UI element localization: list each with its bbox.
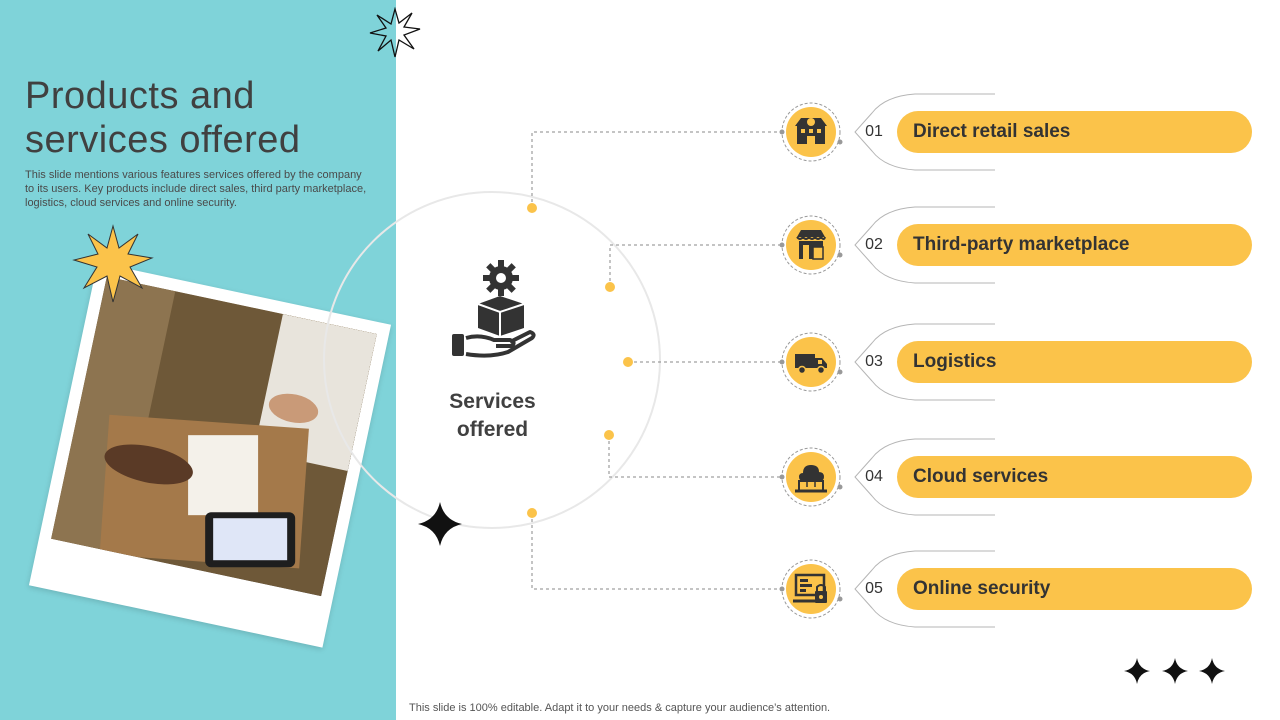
service-label: Online security (913, 578, 1051, 599)
cloud-laptop-icon (795, 465, 827, 493)
service-number: 03 (865, 353, 883, 370)
description: This slide mentions various features ser… (25, 169, 367, 209)
center-label-line-2: offered (456, 418, 529, 441)
service-pill-direct-retail-sales: Direct retail sales (897, 111, 1252, 153)
service-label: Cloud services (913, 466, 1049, 487)
title-line-2: services offered (25, 119, 301, 161)
service-label: Logistics (913, 351, 997, 372)
small-star-icon-1 (1124, 658, 1150, 684)
service-number: 05 (865, 580, 883, 597)
connector-dot-4 (604, 430, 614, 440)
service-pill-online-security: Online security (897, 568, 1252, 610)
service-pill-cloud-services: Cloud services (897, 456, 1252, 498)
service-pill-third-party-marketplace: Third-party marketplace (897, 224, 1252, 266)
footer-note: This slide is 100% editable. Adapt it to… (409, 702, 831, 714)
marketplace-shop-icon (796, 230, 826, 260)
connector-dot-2 (605, 282, 615, 292)
service-pill-logistics: Logistics (897, 341, 1252, 383)
service-icon-circle (786, 564, 836, 614)
small-star-icon-2 (1162, 658, 1188, 684)
title-line-1: Products and (25, 75, 255, 117)
security-lock-icon (793, 573, 827, 603)
delivery-photo (51, 276, 377, 597)
small-star-icon-3 (1199, 658, 1225, 684)
service-label: Direct retail sales (913, 121, 1071, 142)
four-point-star-icon (418, 502, 462, 546)
service-number: 04 (865, 468, 883, 485)
delivery-truck-icon (795, 354, 827, 375)
service-number: 02 (865, 236, 883, 253)
photo-frame (28, 262, 392, 648)
sparkle-outline-icon (369, 7, 421, 58)
center-label: Services offered (420, 388, 565, 444)
connector-dot-1 (527, 203, 537, 213)
star-burst-icon (72, 224, 154, 303)
service-number: 01 (865, 123, 883, 140)
center-label-line-1: Services (449, 390, 536, 413)
connector-dot-5 (527, 508, 537, 518)
service-label: Third-party marketplace (913, 234, 1130, 255)
box-gear-hand-icon (452, 260, 536, 358)
connector-dot-3 (623, 357, 633, 367)
center-ring (323, 191, 661, 529)
retail-store-icon (795, 118, 827, 144)
page-title: Products and services offered (25, 74, 301, 162)
